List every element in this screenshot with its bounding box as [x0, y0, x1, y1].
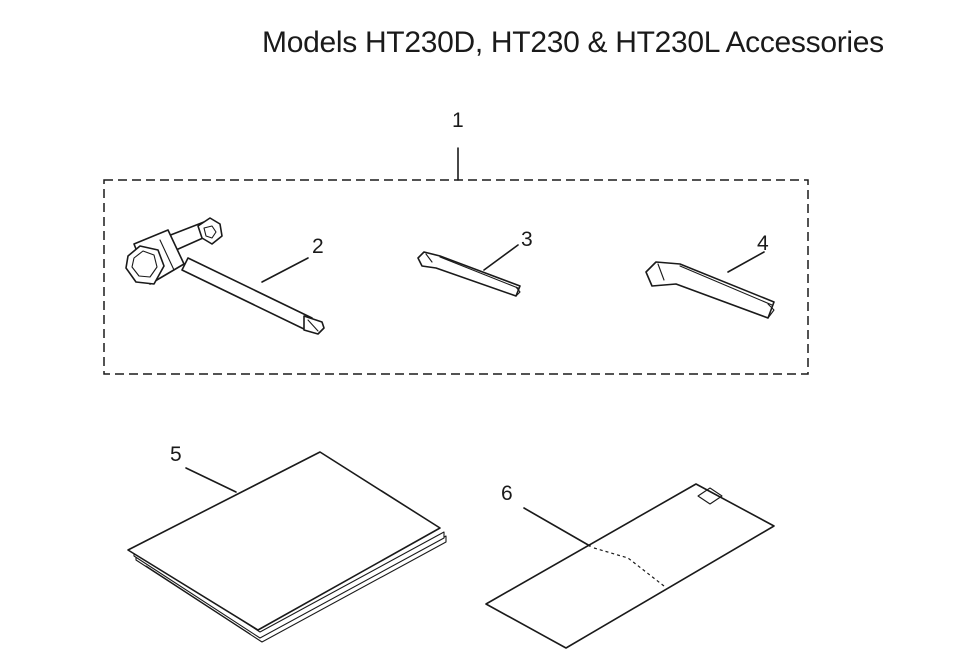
callout-1: 1 — [452, 109, 464, 132]
tool-kit-group — [103, 147, 809, 375]
large-hex-key-icon — [645, 251, 775, 319]
small-hex-key-icon — [417, 244, 521, 297]
leader-line-5 — [185, 467, 237, 493]
leader-line-6 — [523, 507, 591, 547]
owners-manual-icon — [127, 451, 447, 643]
warranty-card-icon — [485, 483, 775, 649]
callout-5: 5 — [170, 443, 182, 466]
callout-6: 6 — [501, 482, 513, 505]
callout-2: 2 — [312, 235, 324, 258]
callout-4: 4 — [757, 232, 769, 255]
leader-line-2 — [261, 257, 309, 283]
leader-line-4 — [727, 251, 765, 273]
diagram-title: Models HT230D, HT230 & HT230L Accessorie… — [262, 26, 884, 59]
tool-kit-dashed-box — [103, 179, 809, 375]
plug-wrench-icon — [125, 217, 325, 335]
callout-3: 3 — [521, 228, 533, 251]
leader-line-3 — [483, 244, 519, 271]
